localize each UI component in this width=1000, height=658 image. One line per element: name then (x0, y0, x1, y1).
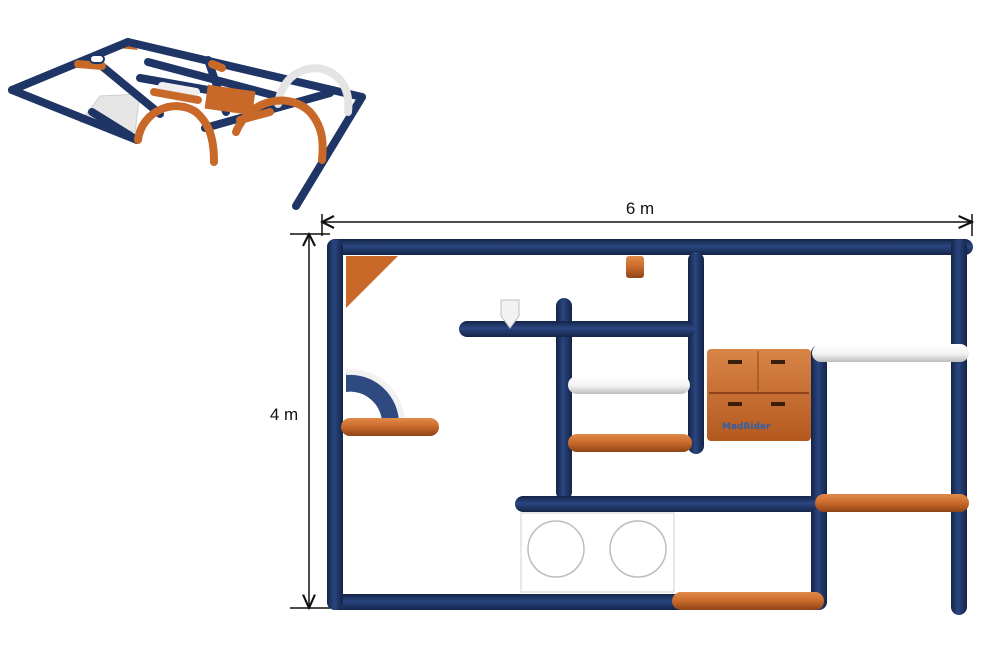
inner-vertical-tube-mid (688, 252, 704, 454)
inner-vertical-tube-center (556, 298, 572, 500)
perspective-orange-tubes (74, 60, 327, 166)
width-dimension: 6 m (322, 199, 972, 236)
orange-tubes (341, 256, 969, 610)
orange-corner-panel (346, 256, 398, 308)
orange-tube-right (815, 494, 969, 512)
perspective-white-ring (89, 54, 105, 64)
perspective-orange-block (204, 84, 256, 116)
block-logo-text: MadRider (722, 422, 771, 432)
orange-tube-bottom (672, 592, 824, 610)
inner-vertical-tube-right (811, 345, 827, 610)
top-view-plan: MadRider 6 m 4 m (270, 199, 973, 615)
mat-circle-right (609, 520, 667, 578)
orange-tube-left (341, 418, 439, 436)
play-mat (520, 512, 675, 593)
inner-horizontal-tube-upper (459, 321, 695, 337)
white-tube-stub (500, 299, 520, 329)
width-label: 6 m (626, 199, 654, 218)
mat-circle-left (527, 520, 585, 578)
height-dimension: 4 m (270, 234, 330, 608)
half-ring-obstacle (345, 368, 406, 425)
orange-block-obstacle: MadRider (707, 349, 811, 441)
frame-right-tube (951, 239, 967, 615)
white-tube-middle (568, 376, 690, 394)
height-label: 4 m (270, 405, 298, 424)
white-tubes (500, 299, 969, 394)
orange-tube-middle (568, 434, 692, 452)
inner-horizontal-tube-lower (515, 496, 817, 512)
white-tube-right (812, 344, 969, 362)
perspective-white-tubes (158, 64, 353, 116)
frame-left-tube (327, 239, 343, 610)
frame-top-tube (327, 239, 973, 255)
orange-stub-top (626, 256, 644, 278)
3d-perspective-view (8, 38, 366, 210)
